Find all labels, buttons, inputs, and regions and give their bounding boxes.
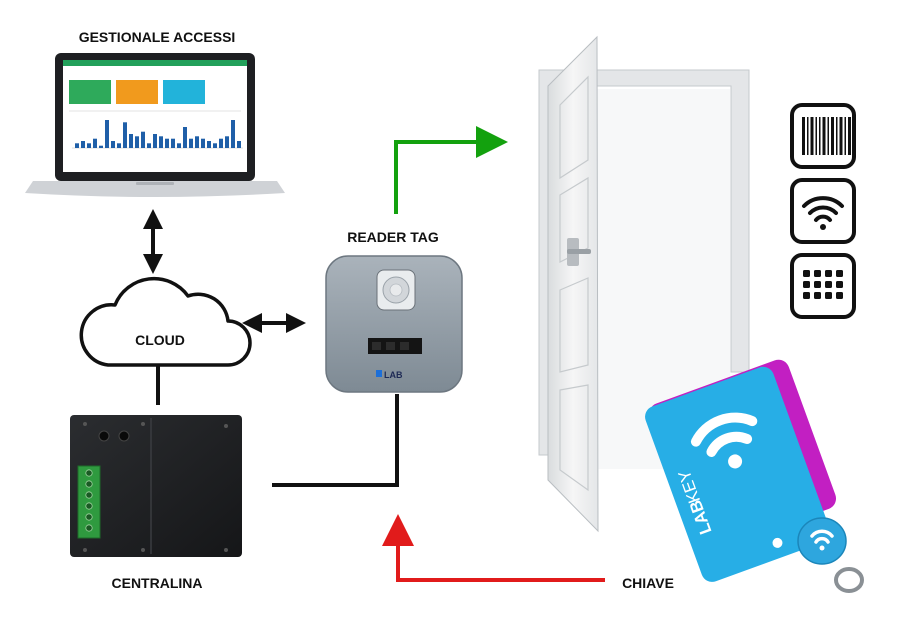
dashboard-bar: [165, 138, 169, 148]
management-label: GESTIONALE ACCESSI: [79, 29, 236, 45]
dashboard-bar: [195, 136, 199, 148]
laptop-base: [25, 181, 285, 197]
controller-screw: [83, 548, 87, 552]
reader-connector-pin: [386, 342, 395, 350]
laptop: [25, 53, 285, 197]
laptop-screen: [63, 60, 247, 172]
dashboard-bar: [189, 138, 193, 148]
dashboard-bar: [111, 141, 115, 148]
access-granted-arrow: [394, 126, 508, 214]
dashboard-bar: [129, 134, 133, 148]
cloud-icon: [79, 276, 252, 367]
door-frame: [538, 69, 750, 456]
keypad-icon: [790, 253, 856, 319]
key-cards: LAB LAB KEY: [645, 359, 837, 582]
dashboard-bar: [183, 127, 187, 148]
dashboard-bar: [219, 138, 223, 148]
dashboard-topbar: [63, 60, 247, 66]
controller-screw: [141, 422, 145, 426]
dashboard-bar: [123, 122, 127, 148]
cloud-label: CLOUD: [135, 332, 185, 348]
dashboard-bar: [201, 138, 205, 148]
dashboard-bar: [177, 143, 181, 148]
dashboard-bar: [237, 141, 241, 148]
reader-connector-pin: [400, 342, 409, 350]
laptop-notch: [136, 182, 174, 185]
reader-brand-mark: [376, 370, 382, 377]
dashboard-bar: [87, 143, 91, 148]
reader-device: LAB: [325, 255, 463, 393]
terminal-screw: [85, 502, 93, 510]
door-panel: [559, 384, 589, 492]
dashboard-card-green: [69, 80, 111, 104]
access-method-icons: [790, 103, 856, 319]
reader-sensor-center: [389, 283, 403, 297]
reader-connector-pin: [372, 342, 381, 350]
terminal-block: [77, 465, 101, 539]
dashboard-bar: [75, 143, 79, 148]
controller-label: CENTRALINA: [112, 575, 203, 591]
barcode-icon: [790, 103, 856, 169]
door-panel: [559, 277, 589, 373]
dashboard-bar: [207, 141, 211, 148]
controller-screw: [224, 548, 228, 552]
door-handle: [567, 249, 591, 254]
controller-device: [70, 415, 242, 557]
reader-brand-text: LAB: [384, 370, 403, 380]
terminal-screws: [85, 469, 93, 532]
reader-label: READER TAG: [347, 229, 439, 245]
controller-screw: [83, 422, 87, 426]
reader-body: [325, 255, 463, 393]
card-blue: LAB KEY: [645, 366, 831, 582]
dashboard-bar: [81, 141, 85, 148]
key-fob: [797, 517, 864, 593]
dashboard-bar: [159, 136, 163, 148]
controller-screw: [141, 548, 145, 552]
terminal-screw: [85, 524, 93, 532]
dashboard-bar: [231, 120, 235, 148]
dashboard-bar: [225, 136, 229, 148]
dashboard-bar: [141, 131, 145, 148]
controller-box: [70, 415, 242, 557]
dashboard-bar: [171, 138, 175, 148]
key-label: CHIAVE: [622, 575, 674, 591]
terminal-screw: [85, 480, 93, 488]
dashboard-bar: [105, 120, 109, 148]
door: [538, 35, 750, 533]
reader-controller-link: [272, 394, 399, 487]
dashboard-bar-chart: [75, 120, 241, 148]
dashboard-bar: [147, 143, 151, 148]
controller-port: [118, 430, 130, 442]
door-panel: [559, 75, 589, 180]
dashboard-card-orange: [116, 80, 158, 104]
dashboard-bar: [117, 143, 121, 148]
terminal-screw: [85, 469, 93, 477]
dashboard-bar: [213, 143, 217, 148]
dashboard-bar: [153, 134, 157, 148]
dashboard-bar: [93, 138, 97, 148]
terminal-screw: [85, 513, 93, 521]
dashboard-bar: [99, 145, 103, 148]
key-arrow: [382, 514, 605, 582]
terminal-screw: [85, 491, 93, 499]
dashboard-bar: [135, 136, 139, 148]
key-fob-ring: [834, 567, 864, 593]
controller-port: [98, 430, 110, 442]
wifi-icon: [790, 178, 856, 244]
controller-screw: [224, 424, 228, 428]
dashboard-card-cyan: [163, 80, 205, 104]
door-panel: [559, 176, 589, 263]
